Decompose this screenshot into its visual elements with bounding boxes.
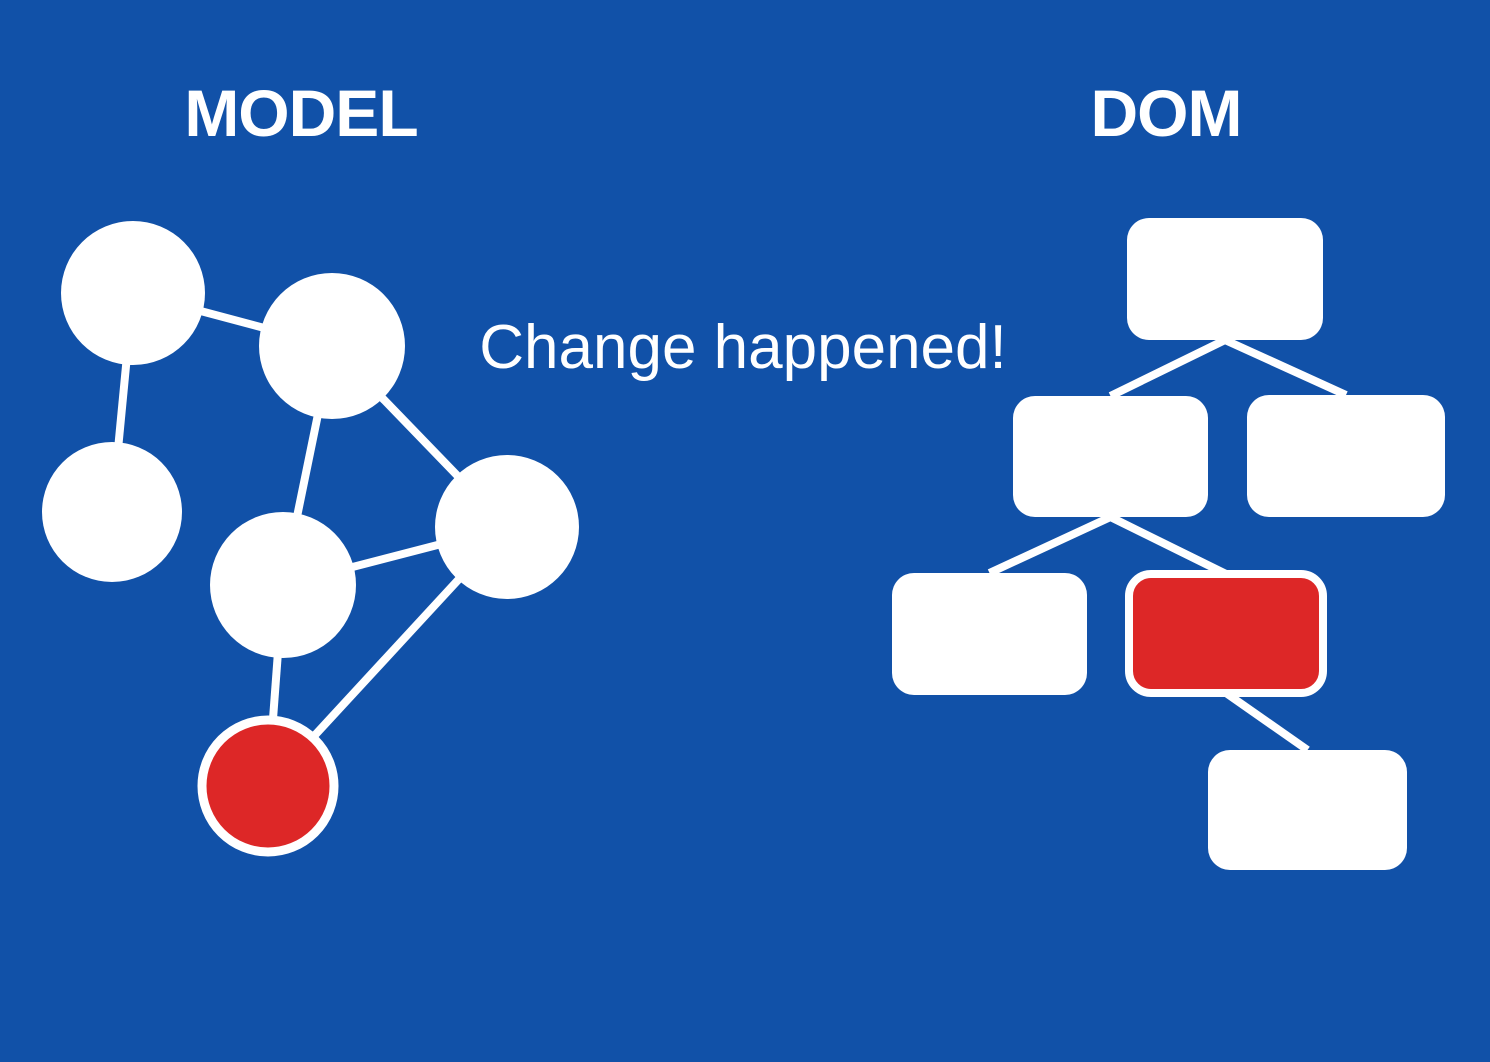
dom-edge bbox=[1108, 336, 1227, 400]
dom-edge bbox=[987, 513, 1113, 577]
dom-edge bbox=[1108, 513, 1228, 578]
dom-edge bbox=[1223, 689, 1310, 754]
model-node bbox=[210, 512, 356, 658]
model-node bbox=[435, 455, 579, 599]
model-node bbox=[61, 221, 205, 365]
dom-node bbox=[1127, 218, 1323, 340]
model-title: MODEL bbox=[184, 76, 418, 150]
dom-edge bbox=[1223, 336, 1348, 399]
model-node-changed bbox=[197, 715, 339, 857]
change-annotation: Change happened! bbox=[479, 313, 1007, 382]
dom-node-changed bbox=[1125, 570, 1327, 697]
dom-node bbox=[1013, 396, 1208, 517]
dom-title: DOM bbox=[1090, 76, 1243, 150]
model-node bbox=[42, 442, 182, 582]
dom-node bbox=[1247, 395, 1445, 517]
model-node bbox=[259, 273, 405, 419]
dom-node bbox=[1208, 750, 1407, 870]
dom-node bbox=[892, 573, 1087, 695]
